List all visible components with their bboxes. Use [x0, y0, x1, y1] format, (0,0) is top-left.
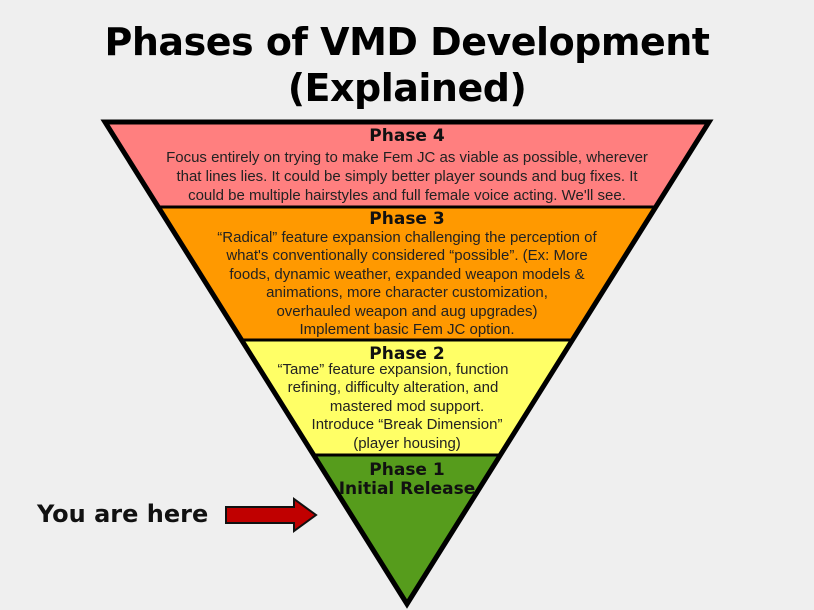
phase-1-heading: Phase 1 [369, 460, 445, 480]
phase-3-text: foods, dynamic weather, expanded weapon … [229, 266, 585, 283]
phase-2-text: “Tame” feature expansion, function [277, 361, 509, 378]
phase-2-text: (player housing) [353, 435, 461, 452]
phase-2-heading: Phase 2 [369, 344, 445, 364]
phase-2-text: mastered mod support. [329, 398, 485, 415]
you-are-here-label: You are here [37, 500, 209, 528]
arrow-right-icon [225, 497, 318, 533]
phase-2-text: refining, difficulty alteration, and [287, 379, 499, 396]
phase-3-text: Implement basic Fem JC option. [299, 321, 515, 338]
phase-4-text: that lines lies. It could be simply bett… [176, 168, 638, 185]
title-line-1: Phases of VMD Development [104, 20, 710, 64]
phase-4-band [105, 122, 709, 207]
phase-4-text: Focus entirely on trying to make Fem JC … [166, 149, 648, 166]
phase-3-text: what's conventionally considered “possib… [226, 247, 588, 264]
phase-3-text: “Radical” feature expansion challenging … [217, 229, 597, 246]
pyramid-outline [100, 119, 714, 609]
title-line-2: (Explained) [287, 66, 527, 110]
phase-1-text: Initial Release [338, 479, 476, 499]
phase-4-text: could be multiple hairstyles and full fe… [188, 187, 626, 204]
phase-3-text: animations, more character customization… [266, 284, 548, 301]
phase-2-text: Introduce “Break Dimension” [311, 416, 503, 433]
phase-4-heading: Phase 4 [369, 126, 445, 146]
phase-3-text: overhauled weapon and aug upgrades) [276, 303, 538, 320]
phase-3-heading: Phase 3 [369, 209, 445, 229]
